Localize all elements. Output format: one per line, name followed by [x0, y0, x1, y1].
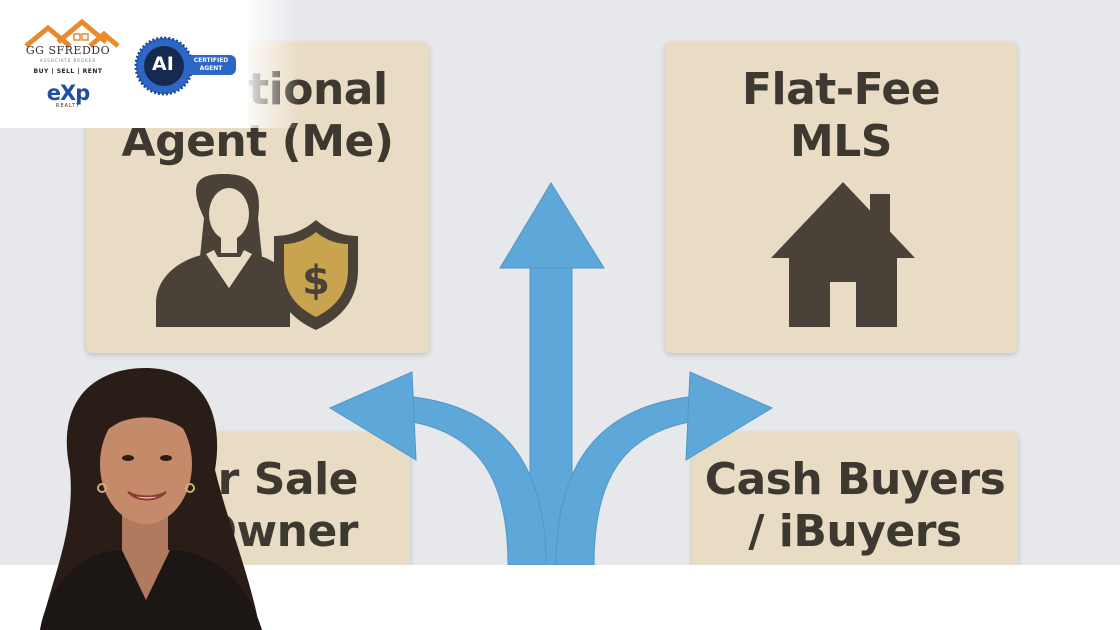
- card-cash-buyers: Cash Buyers / iBuyers: [692, 432, 1018, 565]
- exp-realty-label: REALTY: [55, 103, 81, 109]
- card-flat-fee-mls: Flat-Fee MLS: [665, 42, 1017, 353]
- badge-ai-text: AI: [152, 53, 174, 75]
- agent-portrait: [40, 368, 262, 630]
- card-cash-buyers-title: Cash Buyers / iBuyers: [704, 454, 1006, 557]
- house-roof-logo-icon: [24, 18, 120, 48]
- house-icon: [771, 182, 915, 327]
- brand-name: GG SFREDDO: [25, 44, 111, 57]
- dollar-shield-icon: $: [274, 220, 358, 330]
- svg-text:$: $: [302, 258, 330, 304]
- branding-fade: [240, 0, 300, 128]
- branding-panel: GG SFREDDO ASSOCIATE BROKER BUY | SELL |…: [0, 0, 248, 128]
- exp-logo: eXp: [46, 81, 90, 105]
- badge-certified-label: CERTIFIED AGENT: [186, 55, 236, 75]
- brand-tagline: BUY | SELL | RENT: [33, 68, 103, 75]
- brand-subtitle: ASSOCIATE BROKER: [39, 58, 97, 63]
- businesswoman-icon: [156, 174, 290, 327]
- card-flat-fee-mls-title: Flat-Fee MLS: [741, 64, 941, 167]
- four-way-arrow-icon: [328, 182, 774, 565]
